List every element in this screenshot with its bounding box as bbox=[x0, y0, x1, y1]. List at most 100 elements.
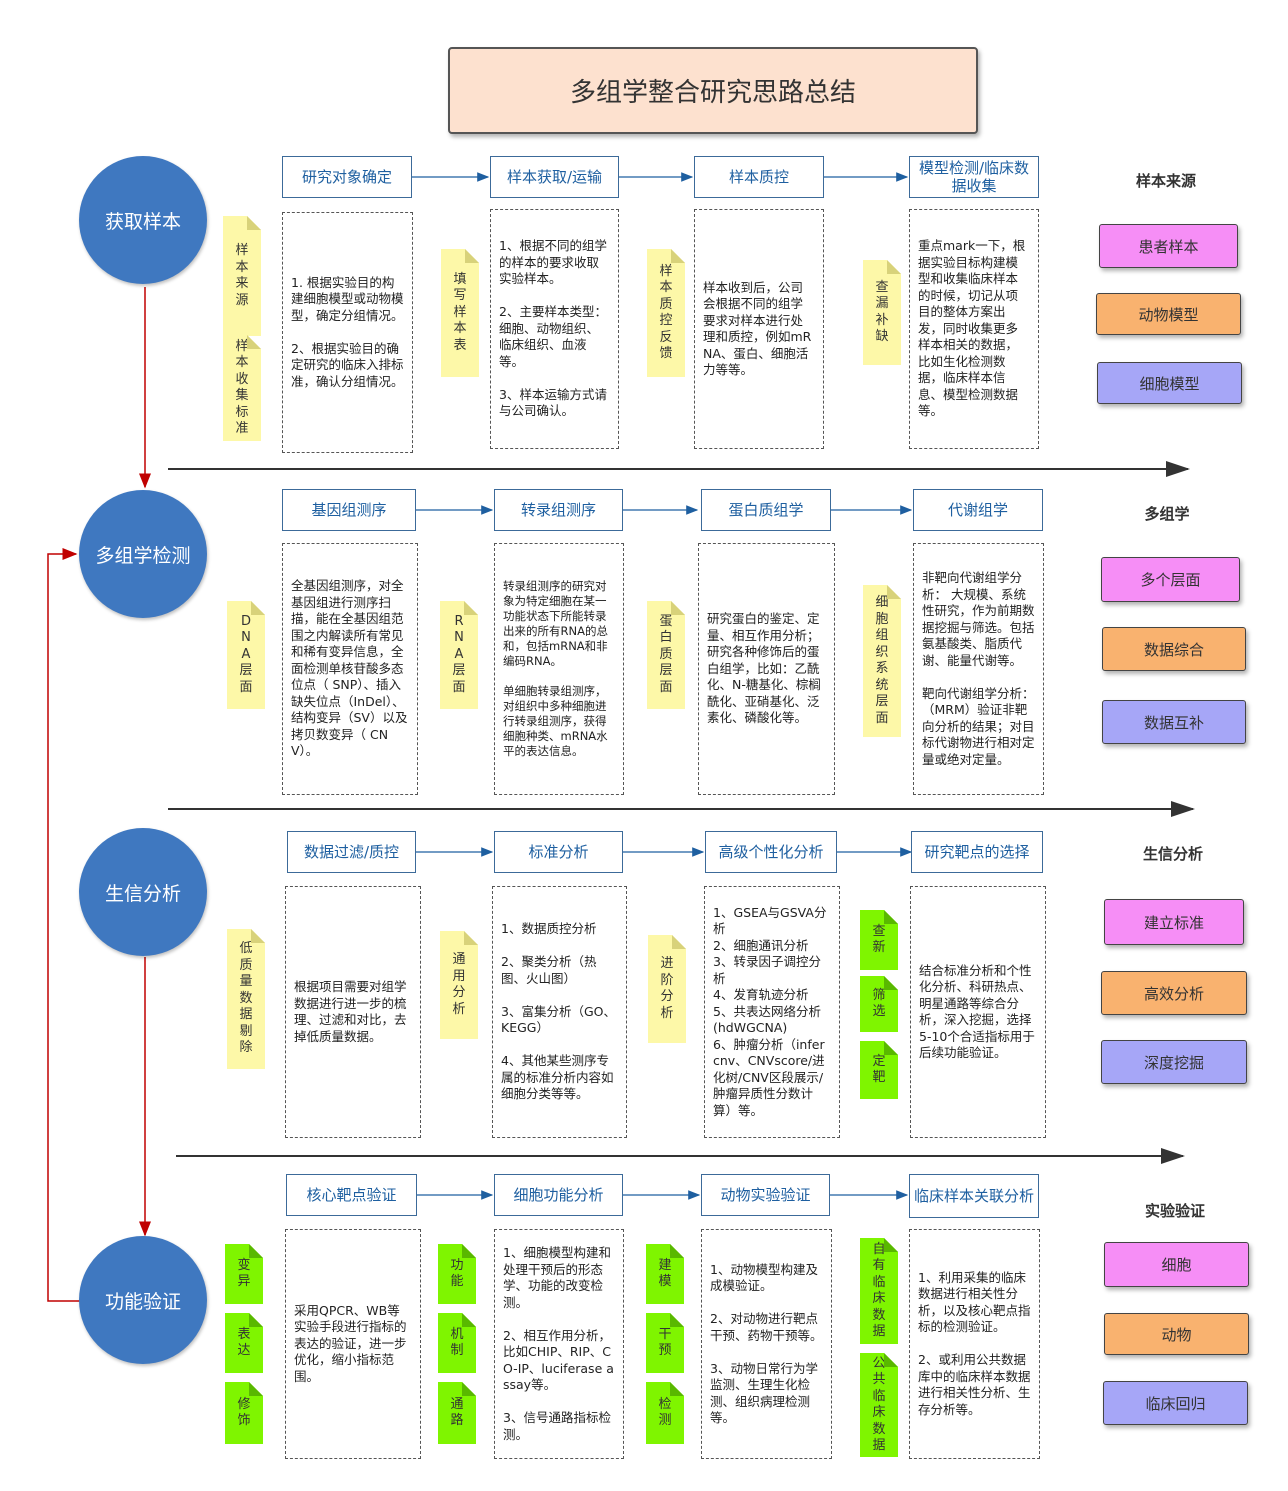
sticky-note: 修饰 bbox=[225, 1382, 263, 1444]
sticky-note: 通用分析 bbox=[440, 931, 478, 1039]
feedback-loop-arrow bbox=[47, 548, 80, 1302]
sticky-note: 干预 bbox=[646, 1313, 684, 1373]
description-text: 研究蛋白的鉴定、定量、相互作用分析； 研究各种修饰后的蛋白组学，比如：乙酰化、N… bbox=[707, 611, 821, 726]
sticky-note-text: 干预 bbox=[658, 1326, 672, 1358]
description-text: 1、数据质控分析 2、聚类分析（热图、火山图） 3、富集分析（GO、KEGG） … bbox=[501, 921, 616, 1102]
category-tag: 高效分析 bbox=[1101, 971, 1247, 1015]
description-text: 1. 根据实验目的构建细胞模型或动物模型，确定分组情况。 2、根据实验目的确定研… bbox=[291, 274, 404, 389]
sticky-note: 变异 bbox=[225, 1244, 263, 1304]
sticky-note-text: 公共临床数据 bbox=[872, 1355, 886, 1453]
section-heading: 生信分析 bbox=[1142, 845, 1203, 863]
step-box: 样本质控 bbox=[694, 156, 824, 198]
sticky-note-text: 通路 bbox=[450, 1396, 464, 1428]
step-box: 高级个性化分析 bbox=[705, 831, 837, 873]
sticky-note: RNA层面 bbox=[440, 601, 478, 709]
category-tag: 动物模型 bbox=[1096, 293, 1241, 335]
category-tag: 细胞 bbox=[1104, 1242, 1249, 1287]
sticky-note-text: 通用分析 bbox=[452, 952, 466, 1017]
description-text: 1、利用采集的临床数据进行相关性分析，以及核心靶点指标的检测验证。 2、或利用公… bbox=[918, 1269, 1031, 1417]
sticky-note: 低质量数据剔除 bbox=[227, 929, 265, 1069]
step-box: 蛋白质组学 bbox=[701, 489, 831, 531]
category-tag: 多个层面 bbox=[1101, 557, 1240, 602]
description-text: 1、细胞模型构建和处理干预后的形态学、功能的改变检测。 2、相互作用分析，比如C… bbox=[503, 1245, 614, 1442]
sticky-note-text: 样本来源 bbox=[235, 243, 249, 308]
description-box: 根据项目需要对组学数据进行进一步的梳理、过滤和对比，去掉低质量数据。 bbox=[285, 886, 421, 1138]
step-box: 细胞功能分析 bbox=[494, 1174, 623, 1216]
sticky-note: 样本质控反馈 bbox=[647, 249, 685, 377]
step-box: 样本获取/运输 bbox=[490, 156, 619, 198]
category-tag: 数据互补 bbox=[1102, 700, 1246, 744]
description-box: 结合标准分析和个性化分析、科研热点、明星通路等综合分析，深入挖掘，选择5-10个… bbox=[910, 886, 1046, 1138]
step-box: 代谢组学 bbox=[913, 489, 1043, 531]
description-box: 1、根据不同的组学的样本的要求收取实验样本。 2、主要样本类型：细胞、动物组织、… bbox=[490, 209, 619, 449]
description-box: 全基因组测序，对全基因组进行测序扫描，能在全基因组范围之内解读所有常见和稀有变异… bbox=[282, 543, 418, 795]
description-box: 重点mark一下，根据实验目标构建模型和收集临床样本的时候，切记从项目的整体方案… bbox=[909, 209, 1039, 449]
step-box: 临床样本关联分析 bbox=[909, 1174, 1039, 1218]
description-text: 根据项目需要对组学数据进行进一步的梳理、过滤和对比，去掉低质量数据。 bbox=[294, 979, 407, 1044]
description-text: 全基因组测序，对全基因组进行测序扫描，能在全基因组范围之内解读所有常见和稀有变异… bbox=[291, 578, 408, 759]
description-box: 采用QPCR、WB等实验手段进行指标的表达的验证，进一步优化，缩小指标范围。 bbox=[285, 1229, 421, 1459]
description-text: 采用QPCR、WB等实验手段进行指标的表达的验证，进一步优化，缩小指标范围。 bbox=[294, 1302, 407, 1384]
sticky-note-text: 样本质控反馈 bbox=[659, 263, 673, 361]
sticky-note-text: 低质量数据剔除 bbox=[239, 941, 253, 1056]
description-box: 1、利用采集的临床数据进行相关性分析，以及核心靶点指标的检测验证。 2、或利用公… bbox=[909, 1229, 1040, 1459]
sticky-note: 查漏补缺 bbox=[863, 260, 901, 365]
divider-arrows bbox=[168, 461, 1195, 1164]
sticky-note-text: 蛋白质层面 bbox=[659, 613, 673, 695]
sticky-note: 蛋白质层面 bbox=[647, 601, 685, 709]
sticky-note: 定靶 bbox=[860, 1041, 898, 1099]
stage-circle: 功能验证 bbox=[79, 1236, 207, 1364]
category-tag: 数据综合 bbox=[1102, 627, 1246, 671]
description-text: 重点mark一下，根据实验目标构建模型和收集临床样本的时候，切记从项目的整体方案… bbox=[918, 238, 1026, 419]
sticky-note-text: 变异 bbox=[237, 1257, 251, 1289]
sticky-note: 自有临床数据 bbox=[860, 1238, 898, 1344]
sticky-note-text: 查新 bbox=[872, 923, 886, 955]
step-box: 基因组测序 bbox=[282, 489, 416, 531]
sticky-note-text: 查漏补缺 bbox=[875, 279, 889, 344]
category-tag: 建立标准 bbox=[1104, 899, 1244, 945]
step-box: 模型检测/临床数据收集 bbox=[909, 156, 1039, 198]
description-box: 非靶向代谢组学分析： 大规模、系统性研究，作为前期数据挖掘与筛选。包括氨基酸类、… bbox=[913, 543, 1044, 795]
sticky-note-text: 功能 bbox=[450, 1257, 464, 1289]
category-tag: 细胞模型 bbox=[1097, 362, 1242, 404]
sticky-note: 填写样本表 bbox=[441, 249, 479, 377]
description-text: 1、GSEA与GSVA分析 2、细胞通讯分析 3、转录因子调控分析 4、发育轨迹… bbox=[713, 904, 827, 1118]
description-box: 1、GSEA与GSVA分析 2、细胞通讯分析 3、转录因子调控分析 4、发育轨迹… bbox=[704, 886, 840, 1138]
sticky-note: 功能 bbox=[438, 1244, 476, 1304]
description-text: 非靶向代谢组学分析： 大规模、系统性研究，作为前期数据挖掘与筛选。包括氨基酸类、… bbox=[922, 570, 1035, 767]
description-text: 转录组测序的研究对象为特定细胞在某一功能状态下所能转录出来的所有RNA的总和，包… bbox=[503, 579, 608, 758]
description-box: 1、数据质控分析 2、聚类分析（热图、火山图） 3、富集分析（GO、KEGG） … bbox=[492, 886, 627, 1138]
sticky-note: 查新 bbox=[860, 910, 898, 970]
sticky-note-text: 定靶 bbox=[872, 1053, 886, 1085]
section-heading: 多组学 bbox=[1144, 505, 1190, 523]
description-text: 1、动物模型构建及成模验证。 2、对动物进行靶点干预、药物干预等。 3、动物日常… bbox=[710, 1261, 823, 1426]
sticky-note-text: 自有临床数据 bbox=[872, 1241, 886, 1339]
step-box: 数据过滤/质控 bbox=[287, 831, 416, 873]
category-tag: 临床回归 bbox=[1103, 1381, 1248, 1425]
sticky-note: 检测 bbox=[646, 1382, 684, 1444]
sticky-note: 公共临床数据 bbox=[860, 1353, 898, 1457]
sticky-note: 细胞组织系统层面 bbox=[863, 585, 901, 737]
stage-circle: 生信分析 bbox=[79, 828, 207, 956]
category-tag: 动物 bbox=[1104, 1313, 1249, 1355]
sticky-note-text: 样本收集标准 bbox=[235, 338, 249, 436]
step-box: 标准分析 bbox=[494, 831, 623, 873]
description-box: 样本收到后，公司会根据不同的组学要求对样本进行处理和质控，例如mRNA、蛋白、细… bbox=[694, 209, 824, 449]
stage-arrows bbox=[412, 172, 913, 1200]
step-box: 转录组测序 bbox=[494, 489, 623, 531]
section-heading: 实验验证 bbox=[1144, 1202, 1205, 1220]
description-box: 研究蛋白的鉴定、定量、相互作用分析； 研究各种修饰后的蛋白组学，比如：乙酰化、N… bbox=[698, 543, 835, 795]
sticky-note-text: 机制 bbox=[450, 1326, 464, 1358]
sticky-note-text: 修饰 bbox=[237, 1396, 251, 1428]
sticky-note-text: 细胞组织系统层面 bbox=[875, 595, 889, 726]
sticky-note: 进阶分析 bbox=[648, 935, 686, 1043]
sticky-note: 建模 bbox=[646, 1244, 684, 1304]
sticky-note-text: 填写样本表 bbox=[453, 271, 467, 353]
sticky-note: 筛选 bbox=[860, 976, 898, 1032]
sticky-note-text: 表达 bbox=[237, 1326, 251, 1358]
sticky-note: DNA层面 bbox=[227, 601, 265, 709]
sticky-note: 样本收集标准 bbox=[223, 335, 261, 441]
stage-circle: 获取样本 bbox=[79, 156, 207, 284]
sticky-note: 机制 bbox=[438, 1313, 476, 1373]
description-box: 1、动物模型构建及成模验证。 2、对动物进行靶点干预、药物干预等。 3、动物日常… bbox=[701, 1229, 832, 1459]
